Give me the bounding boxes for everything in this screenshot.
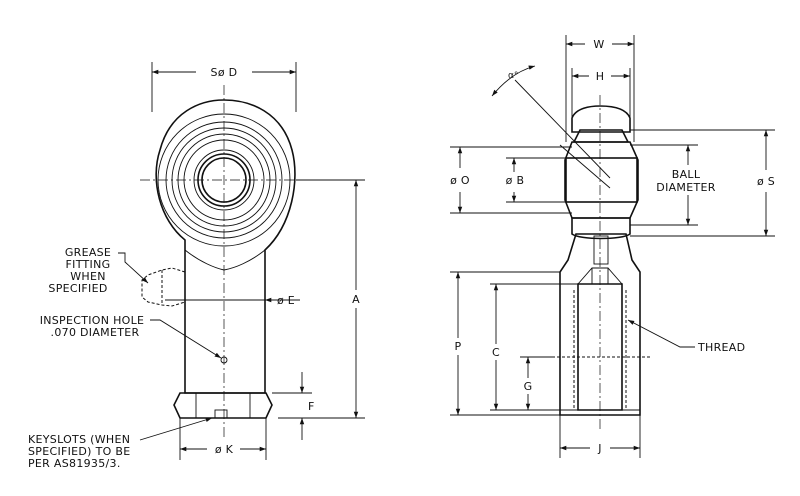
dim-w-label: W bbox=[593, 38, 604, 51]
section-view: W H α° ø O ø B BALL DIAMETER bbox=[450, 35, 775, 458]
dim-sphere-dia-label: Sø D bbox=[211, 66, 238, 79]
dim-b-label: ø B bbox=[506, 174, 525, 187]
hex-nut bbox=[173, 392, 273, 419]
svg-text:WHEN: WHEN bbox=[70, 270, 106, 283]
front-view: Sø D A ø E F ø K GREASE FITTING WHEN SPE… bbox=[28, 62, 365, 470]
svg-text:DIAMETER: DIAMETER bbox=[656, 181, 715, 194]
dim-h-label: H bbox=[596, 70, 605, 83]
rod-end-body-outline bbox=[155, 99, 296, 394]
svg-text:PER AS81935/3.: PER AS81935/3. bbox=[28, 457, 121, 470]
svg-text:INSPECTION HOLE: INSPECTION HOLE bbox=[40, 314, 145, 327]
svg-text:BALL: BALL bbox=[672, 168, 701, 181]
dim-g-label: G bbox=[524, 380, 533, 393]
dim-k-label: ø K bbox=[215, 443, 234, 456]
grease-fitting bbox=[141, 267, 186, 307]
svg-text:FITTING: FITTING bbox=[66, 258, 111, 271]
dim-e-label: ø E bbox=[277, 294, 295, 307]
ball-race-section bbox=[564, 141, 639, 219]
head-housing-bottom bbox=[571, 217, 631, 240]
head-housing-top bbox=[571, 105, 631, 133]
note-ball-diameter: BALL DIAMETER bbox=[656, 168, 715, 194]
neck-curve bbox=[184, 249, 266, 271]
svg-text:SPECIFIED: SPECIFIED bbox=[48, 282, 107, 295]
dim-o-label: ø O bbox=[450, 174, 470, 187]
svg-text:KEYSLOTS (WHEN: KEYSLOTS (WHEN bbox=[28, 433, 130, 446]
dim-angle-label: α° bbox=[508, 71, 518, 81]
note-thread: THREAD bbox=[697, 341, 745, 354]
dim-f-label: F bbox=[308, 400, 315, 413]
inspection-hole bbox=[220, 356, 228, 364]
dim-j-label: J bbox=[597, 442, 602, 455]
svg-text:SPECIFIED) TO BE: SPECIFIED) TO BE bbox=[28, 445, 130, 458]
dim-s-label: ø S bbox=[757, 175, 775, 188]
ball-bore bbox=[565, 157, 638, 203]
svg-text:.070 DIAMETER: .070 DIAMETER bbox=[51, 326, 140, 339]
grease-passage bbox=[593, 235, 609, 265]
svg-text:GREASE: GREASE bbox=[65, 246, 111, 259]
dim-a-label: A bbox=[352, 293, 360, 306]
dim-c-label: C bbox=[492, 346, 500, 359]
note-inspection: INSPECTION HOLE .070 DIAMETER bbox=[40, 314, 145, 339]
dim-p-label: P bbox=[455, 340, 462, 353]
keyslot bbox=[214, 409, 228, 419]
note-keyslots: KEYSLOTS (WHEN SPECIFIED) TO BE PER AS81… bbox=[28, 433, 130, 470]
note-grease: GREASE FITTING WHEN SPECIFIED bbox=[48, 246, 111, 295]
